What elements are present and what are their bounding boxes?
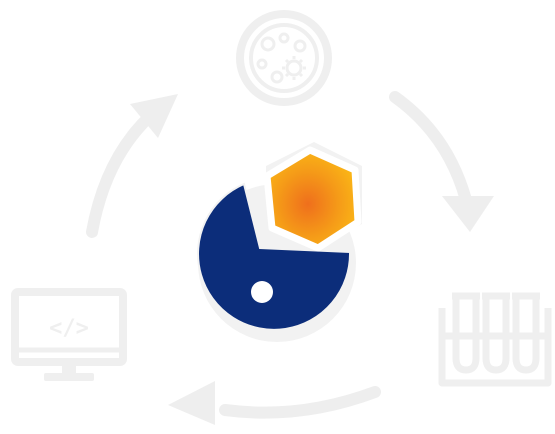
arrow-top-right-icon [389, 91, 494, 232]
logo-pie-shape [197, 182, 352, 331]
petri-dish-icon [236, 10, 332, 106]
test-tubes-icon [438, 292, 552, 387]
logo-dot [251, 281, 273, 303]
code-symbol: </> [49, 316, 89, 341]
code-monitor-icon: </> [11, 288, 127, 381]
logo-hexagon [263, 146, 362, 252]
arrow-top-left-icon [86, 94, 178, 238]
pie-hexagon-logo [197, 142, 362, 342]
arrow-bottom-icon [168, 381, 381, 425]
